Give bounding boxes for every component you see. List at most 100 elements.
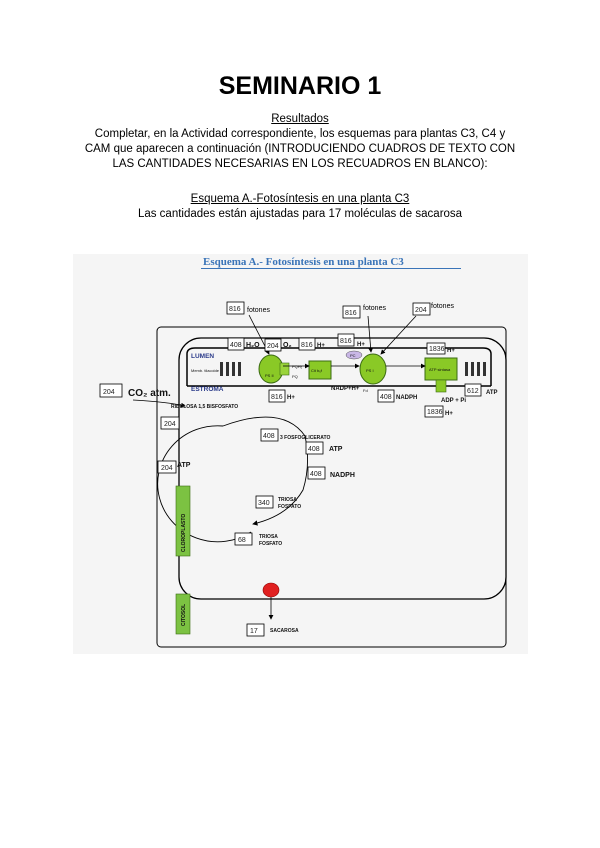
instruction-line-2: CAM que aparecen a continuación (INTRODU… — [84, 143, 516, 155]
ps1-complex — [359, 353, 387, 385]
sacarosa-box[interactable] — [246, 623, 265, 637]
triosa-fosfato-value: 340 — [258, 500, 270, 507]
h2o-box[interactable] — [227, 337, 245, 351]
ribulosa-box[interactable] — [160, 416, 180, 430]
nadph-reduction-box[interactable] — [307, 466, 326, 480]
atp-out-value: 612 — [467, 388, 479, 395]
photons-ps2-value: 816 — [229, 306, 241, 313]
atp-reduction-value: 408 — [308, 446, 320, 453]
scheme-title: Esquema A.-Fotosíntesis en una planta C3 — [190, 193, 410, 205]
cytb6f-label: Cit b₆f — [311, 368, 323, 373]
atp-synthase-stalk — [435, 379, 447, 393]
stroma-label: ESTROMA — [191, 386, 224, 393]
instruction-line-1: Completar, en la Actividad correspondien… — [94, 128, 506, 140]
h-plus-cytb6f-box[interactable] — [337, 333, 355, 347]
ribulosa-label: RIBULOSA 1,5 BISFOSFATO — [171, 404, 238, 410]
ps1-label: PS I — [366, 368, 374, 373]
atp-reduction-box[interactable] — [305, 441, 324, 455]
nadph-out-label: NADPH — [396, 395, 417, 401]
lumen-label: LUMEN — [191, 353, 214, 360]
figure-title-underline — [201, 268, 461, 269]
pc-carrier — [345, 350, 363, 360]
ps2-complex — [258, 354, 284, 384]
nadph-out-value: 408 — [380, 394, 392, 401]
nadph-out-box[interactable] — [377, 389, 395, 403]
h-plus-atpase-bottom-label: H+ — [445, 411, 453, 417]
triosa-fosfato-export-label: TRIOSA — [259, 534, 278, 540]
o2-label: O₂ — [283, 342, 292, 349]
photons-ps1-value: 816 — [345, 310, 357, 317]
h-plus-pq-value: 816 — [271, 394, 283, 401]
nadp-h-label: NADP+H+ — [331, 386, 360, 392]
chloroplast-label: CLOROPLASTO — [181, 514, 187, 552]
nadph-reduction-label: NADPH — [330, 472, 355, 479]
photons-ps2-box[interactable] — [226, 301, 245, 315]
atp-reduction-label: ATP — [329, 446, 343, 453]
membrane-lipids-left — [220, 362, 241, 376]
atp-regen-value: 204 — [161, 465, 173, 472]
fd-label: Fd — [363, 388, 368, 393]
scheme-subtitle: Las cantidades están ajustadas para 17 m… — [137, 208, 463, 220]
sacarosa-label: SACAROSA — [270, 628, 299, 634]
membrane-lipids-right — [465, 362, 486, 376]
fosfoglicerato-box[interactable] — [260, 428, 279, 442]
photons-ps1b-box[interactable] — [412, 302, 431, 316]
fosfoglicerato-label: 3 FOSFOGLICERATO — [280, 435, 330, 441]
o2-box[interactable] — [264, 338, 282, 352]
cytb6f-complex — [308, 360, 332, 380]
triosa-fosfato-label: TRIOSA — [278, 497, 297, 503]
photons-ps1-box[interactable] — [342, 305, 361, 319]
h-plus-pq-label: H+ — [287, 395, 295, 401]
adp-pi-label: ADP + Pi — [441, 398, 466, 404]
atp-out-box[interactable] — [464, 383, 482, 397]
nadph-reduction-value: 408 — [310, 471, 322, 478]
h-plus-atpase-bottom-value: 1836 — [427, 409, 443, 416]
triosa-fosfato-label-2: FOSFATO — [278, 504, 301, 510]
h-plus-atpase-top-label: H+ — [447, 348, 455, 354]
pc-label: PC — [350, 353, 356, 358]
h-plus-pq-box[interactable] — [268, 389, 286, 403]
o2-value: 204 — [267, 343, 279, 350]
photons-ps1-arrow — [367, 315, 374, 353]
chloroplast-bar — [175, 485, 191, 557]
triosa-fosfato-export-label-2: FOSFATO — [259, 541, 282, 547]
h-plus-cytb6f-value: 816 — [340, 338, 352, 345]
h2o-label: H₂O — [246, 342, 260, 349]
cytosol-label: CITOSOL — [181, 604, 187, 626]
ribulosa-value: 204 — [164, 421, 176, 428]
ps2-label: PS II — [265, 373, 274, 378]
co2-label: CO₂ atm. — [128, 388, 171, 399]
atp-regen-box[interactable] — [157, 460, 177, 474]
co2-value: 204 — [103, 389, 115, 396]
photons-ps1b-arrow — [380, 315, 417, 355]
calvin-cycle-right-arc — [222, 416, 308, 526]
atp-out-label: ATP — [486, 390, 498, 396]
h-plus-atpase-bottom-box[interactable] — [424, 405, 444, 418]
instruction-line-3: LAS CANTIDADES NECESARIAS EN LOS RECUADR… — [112, 158, 488, 170]
fosfoglicerato-value: 408 — [263, 433, 275, 440]
sacarosa-value: 17 — [250, 628, 258, 635]
h-plus-ps2-box[interactable] — [298, 337, 316, 351]
cytosol-bar — [175, 593, 191, 635]
calvin-cycle-left-arc — [157, 425, 252, 543]
atp-synthase-label: ATP sintasa — [429, 367, 451, 372]
photons-ps1b-label: fotones — [431, 303, 454, 310]
triosa-fosfato-export-value: 68 — [238, 537, 246, 544]
h2o-value: 408 — [230, 342, 242, 349]
photons-ps1-label: fotones — [363, 305, 386, 312]
co2-box[interactable] — [99, 383, 123, 398]
triose-phosphate-translocator — [262, 582, 280, 598]
diagram-figure: Esquema A.- Fotosíntesis en una planta C… — [73, 254, 528, 654]
triosa-fosfato-box[interactable] — [255, 495, 274, 509]
photosynthesis-diagram: Esquema A.- Fotosíntesis en una planta C… — [99, 256, 507, 648]
pqh2-label: PQH₂ — [292, 364, 303, 369]
figure-title: Esquema A.- Fotosíntesis en una planta C… — [203, 256, 404, 268]
h-plus-cytb6f-label: H+ — [357, 342, 365, 348]
page-title: SEMINARIO 1 — [218, 72, 382, 100]
photons-ps1b-value: 204 — [415, 307, 427, 314]
h-plus-ps2-value: 816 — [301, 342, 313, 349]
ps2-accessory — [279, 362, 290, 376]
membrane-label: Memb. tilacoide — [191, 368, 220, 373]
h-plus-atpase-top-box[interactable] — [426, 342, 446, 355]
triosa-fosfato-export-box[interactable] — [234, 532, 253, 546]
